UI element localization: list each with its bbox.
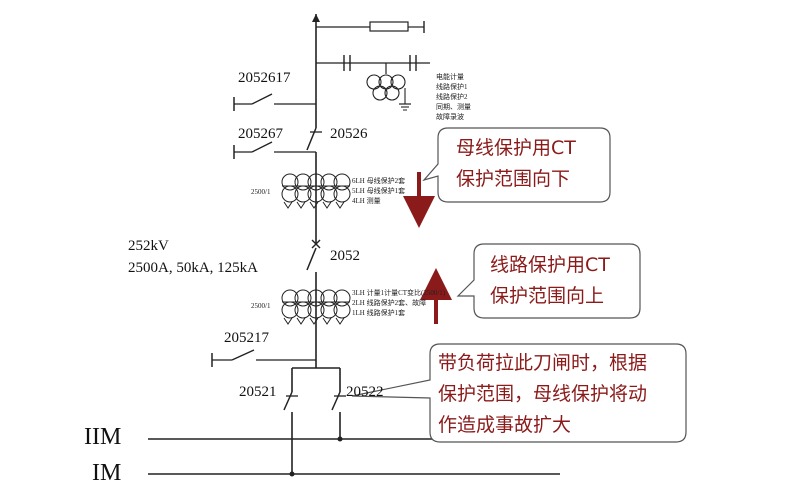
callout-line-ct-shape xyxy=(456,243,641,319)
ds-20521-blade xyxy=(283,391,293,411)
callout-line-ct-line-2: 保护范围向上 xyxy=(490,285,605,307)
bus-node-1 xyxy=(289,471,295,477)
ct-lower-note: 1LH 线路保护1套 xyxy=(352,309,406,317)
ct-upper-note: 6LH 母线保护2套 xyxy=(352,177,406,185)
label-rating: 2500A, 50kA, 125kA xyxy=(128,260,258,276)
ds-20526-blade xyxy=(306,127,317,151)
line-terminal-arrow xyxy=(312,14,320,22)
callout-bus-ct-line-2: 保护范围向下 xyxy=(456,168,571,190)
label-ratio-lower: 2500/1 xyxy=(251,302,271,310)
pt-note: 电能计量 xyxy=(436,73,464,81)
label-20521: 20521 xyxy=(239,384,277,400)
ct-lower-note: 3LH 计量1计量CT变比(2500/1) xyxy=(352,289,446,297)
ct-upper-note: 5LH 母线保护1套 xyxy=(352,187,406,195)
callout-bus-ct-shape xyxy=(422,127,611,203)
ct-group-lower xyxy=(281,289,351,325)
ds-20522-blade xyxy=(331,391,341,411)
pt-note: 线路保护2 xyxy=(436,93,468,101)
arrester-icon xyxy=(369,21,409,32)
label-breaker-2052: 2052 xyxy=(330,248,360,264)
ct-group-upper xyxy=(281,173,351,209)
pt-winding-5 xyxy=(384,85,400,101)
label-bus-1: IM xyxy=(92,460,122,486)
callout-disconnect-line-3: 作造成事故扩大 xyxy=(438,414,572,436)
label-voltage: 252kV xyxy=(128,238,169,254)
callout-disconnect-line-2: 保护范围，母线保护将动 xyxy=(438,383,648,405)
label-bus-2: IIM xyxy=(84,424,122,450)
es-2052617-blade xyxy=(251,93,273,105)
es-205267-blade xyxy=(251,141,273,153)
callout-disconnect-line-1: 带负荷拉此刀闸时，根据 xyxy=(438,352,648,374)
ct-lower-note: 2LH 线路保护2套、故障 xyxy=(352,299,427,307)
pt-note: 故障录波 xyxy=(436,113,464,121)
label-205217: 205217 xyxy=(224,330,269,346)
label-20522: 20522 xyxy=(346,384,384,400)
breaker-2052-blade xyxy=(306,247,317,271)
pt-winding-4 xyxy=(372,85,388,101)
label-2052617: 2052617 xyxy=(238,70,291,86)
label-ratio-upper: 2500/1 xyxy=(251,188,271,196)
callout-bus-ct-line-1: 母线保护用CT xyxy=(456,137,576,159)
breaker-2052-x2 xyxy=(311,239,321,249)
label-20526: 20526 xyxy=(330,126,368,142)
pt-note: 线路保护1 xyxy=(436,83,468,91)
label-205267: 205267 xyxy=(238,126,283,142)
ct-upper-note: 4LH 测量 xyxy=(352,197,381,205)
callout-disconnect-shape xyxy=(351,343,687,443)
pt-note: 同期、测量 xyxy=(436,103,471,111)
es-205217-blade xyxy=(231,349,255,361)
bus-node-2 xyxy=(337,436,343,442)
callout-line-ct-line-1: 线路保护用CT xyxy=(490,254,610,276)
